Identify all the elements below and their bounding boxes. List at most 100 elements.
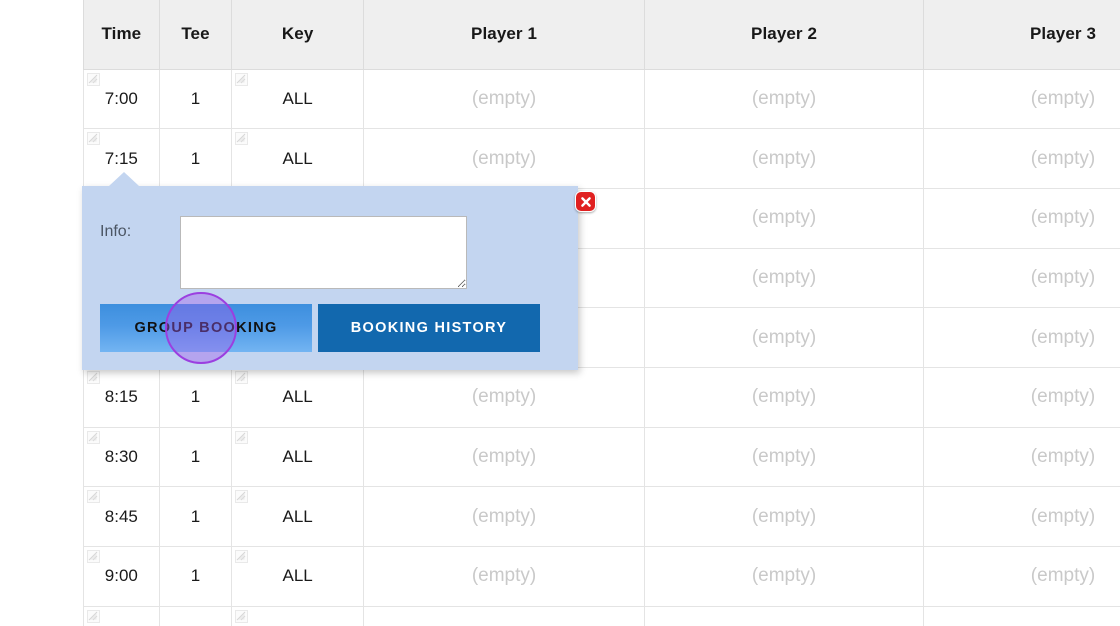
cell-time[interactable]: 8:15 bbox=[83, 367, 160, 428]
cell-key-value: ALL bbox=[282, 88, 313, 108]
cell-player-2[interactable]: (empty) bbox=[644, 188, 924, 249]
cell-player-2[interactable]: (empty) bbox=[644, 546, 924, 607]
cell-player-2[interactable]: (empty) bbox=[644, 367, 924, 428]
cell-time[interactable]: 7:00 bbox=[83, 69, 160, 130]
popup-pointer-arrow bbox=[109, 172, 139, 186]
cell-time[interactable]: 9:00 bbox=[83, 546, 160, 607]
cell-player-1[interactable]: (empty) bbox=[363, 546, 646, 607]
popup-button-row: GROUP BOOKING BOOKING HISTORY bbox=[100, 304, 540, 352]
cell-player-3[interactable]: (empty) bbox=[923, 546, 1120, 607]
cell-player-1[interactable]: (empty) bbox=[363, 69, 646, 130]
cell-tee[interactable]: 1 bbox=[159, 486, 233, 547]
group-booking-button[interactable]: GROUP BOOKING bbox=[100, 304, 312, 352]
cell-player-3[interactable]: (empty) bbox=[923, 367, 1120, 428]
broken-image-icon bbox=[87, 490, 100, 504]
cell-player-3[interactable]: (empty) bbox=[923, 486, 1120, 547]
cell-player-1[interactable]: (empty) bbox=[363, 367, 646, 428]
broken-image-icon bbox=[235, 550, 249, 563]
cell-player-3-value: (empty) bbox=[1030, 326, 1096, 348]
cell-player-3-value: (empty) bbox=[1030, 87, 1096, 109]
cell-player-2-value: (empty) bbox=[751, 147, 817, 169]
cell-tee[interactable]: 1 bbox=[159, 69, 233, 130]
cell-player-2-value: (empty) bbox=[751, 207, 817, 229]
cell-time[interactable]: 8:30 bbox=[83, 427, 160, 488]
cell-player-3[interactable]: (empty) bbox=[923, 307, 1120, 368]
cell-tee[interactable]: 1 bbox=[159, 128, 233, 189]
cell-player-1-value: (empty) bbox=[471, 147, 537, 169]
broken-image-icon bbox=[235, 490, 249, 504]
cell-player-3[interactable]: (empty) bbox=[923, 606, 1120, 626]
cell-player-1[interactable]: (empty) bbox=[363, 486, 646, 547]
cell-key[interactable]: ALL bbox=[231, 606, 364, 626]
cell-tee-value: 1 bbox=[190, 148, 201, 168]
cell-player-3-value: (empty) bbox=[1030, 266, 1096, 288]
cell-player-3[interactable]: (empty) bbox=[923, 427, 1120, 488]
info-input[interactable] bbox=[180, 216, 467, 289]
cell-player-2-value: (empty) bbox=[751, 266, 817, 288]
cell-key[interactable]: ALL bbox=[231, 546, 364, 607]
cell-player-3-value: (empty) bbox=[1030, 386, 1096, 408]
cell-player-1-value: (empty) bbox=[471, 505, 537, 527]
cell-tee[interactable]: 1 bbox=[159, 427, 233, 488]
cell-player-2[interactable]: (empty) bbox=[644, 248, 924, 309]
table-header: Time Tee Key Player 1 Player 2 Player 3 bbox=[83, 0, 1120, 70]
info-field-row: Info: bbox=[82, 216, 578, 289]
cell-player-3[interactable]: (empty) bbox=[923, 248, 1120, 309]
broken-image-icon bbox=[87, 609, 100, 623]
cell-key[interactable]: ALL bbox=[231, 69, 364, 130]
cell-player-2[interactable]: (empty) bbox=[644, 606, 924, 626]
cell-key[interactable]: ALL bbox=[231, 427, 364, 488]
cell-player-1[interactable]: (empty) bbox=[363, 128, 646, 189]
booking-popup: Info: GROUP BOOKING BOOKING HISTORY bbox=[82, 172, 596, 370]
cell-time-value: 7:00 bbox=[104, 88, 138, 108]
column-header-player-3[interactable]: Player 3 bbox=[923, 0, 1120, 70]
cell-player-1[interactable]: (empty) bbox=[363, 427, 646, 488]
cell-player-3-value: (empty) bbox=[1030, 445, 1096, 467]
cell-player-2-value: (empty) bbox=[751, 445, 817, 467]
cell-player-2-value: (empty) bbox=[751, 326, 817, 348]
cell-player-3[interactable]: (empty) bbox=[923, 69, 1120, 130]
cell-player-2[interactable]: (empty) bbox=[644, 486, 924, 547]
column-header-key[interactable]: Key bbox=[231, 0, 364, 70]
cell-player-1[interactable]: (empty) bbox=[363, 606, 646, 626]
cell-player-2[interactable]: (empty) bbox=[644, 69, 924, 130]
cell-time[interactable]: 8:45 bbox=[83, 486, 160, 547]
booking-history-button[interactable]: BOOKING HISTORY bbox=[318, 304, 540, 352]
column-header-player-1[interactable]: Player 1 bbox=[363, 0, 646, 70]
cell-key[interactable]: ALL bbox=[231, 486, 364, 547]
cell-player-3[interactable]: (empty) bbox=[923, 128, 1120, 189]
cell-key[interactable]: ALL bbox=[231, 128, 364, 189]
cell-time-value: 8:45 bbox=[104, 506, 138, 526]
broken-image-icon bbox=[87, 550, 100, 563]
cell-player-3[interactable]: (empty) bbox=[923, 188, 1120, 249]
column-header-player-2[interactable]: Player 2 bbox=[644, 0, 924, 70]
cell-tee[interactable]: 1 bbox=[159, 367, 233, 428]
cell-player-1-value: (empty) bbox=[471, 386, 537, 408]
cell-tee[interactable]: 1 bbox=[159, 546, 233, 607]
cell-key[interactable]: ALL bbox=[231, 367, 364, 428]
column-header-tee[interactable]: Tee bbox=[159, 0, 233, 70]
cell-player-2[interactable]: (empty) bbox=[644, 307, 924, 368]
broken-image-icon bbox=[235, 430, 249, 444]
cell-player-2[interactable]: (empty) bbox=[644, 128, 924, 189]
cell-player-3-value: (empty) bbox=[1030, 565, 1096, 587]
column-header-time[interactable]: Time bbox=[83, 0, 160, 70]
table-header-row: Time Tee Key Player 1 Player 2 Player 3 bbox=[83, 0, 1120, 70]
cell-player-2-value: (empty) bbox=[751, 386, 817, 408]
cell-key-value: ALL bbox=[282, 148, 313, 168]
broken-image-icon bbox=[235, 370, 249, 384]
cell-player-2[interactable]: (empty) bbox=[644, 427, 924, 488]
close-icon[interactable] bbox=[575, 191, 596, 212]
cell-time[interactable]: 9:15 bbox=[83, 606, 160, 626]
info-label: Info: bbox=[100, 223, 132, 240]
cell-tee-value: 1 bbox=[190, 88, 201, 108]
cell-tee[interactable]: 1 bbox=[159, 606, 233, 626]
